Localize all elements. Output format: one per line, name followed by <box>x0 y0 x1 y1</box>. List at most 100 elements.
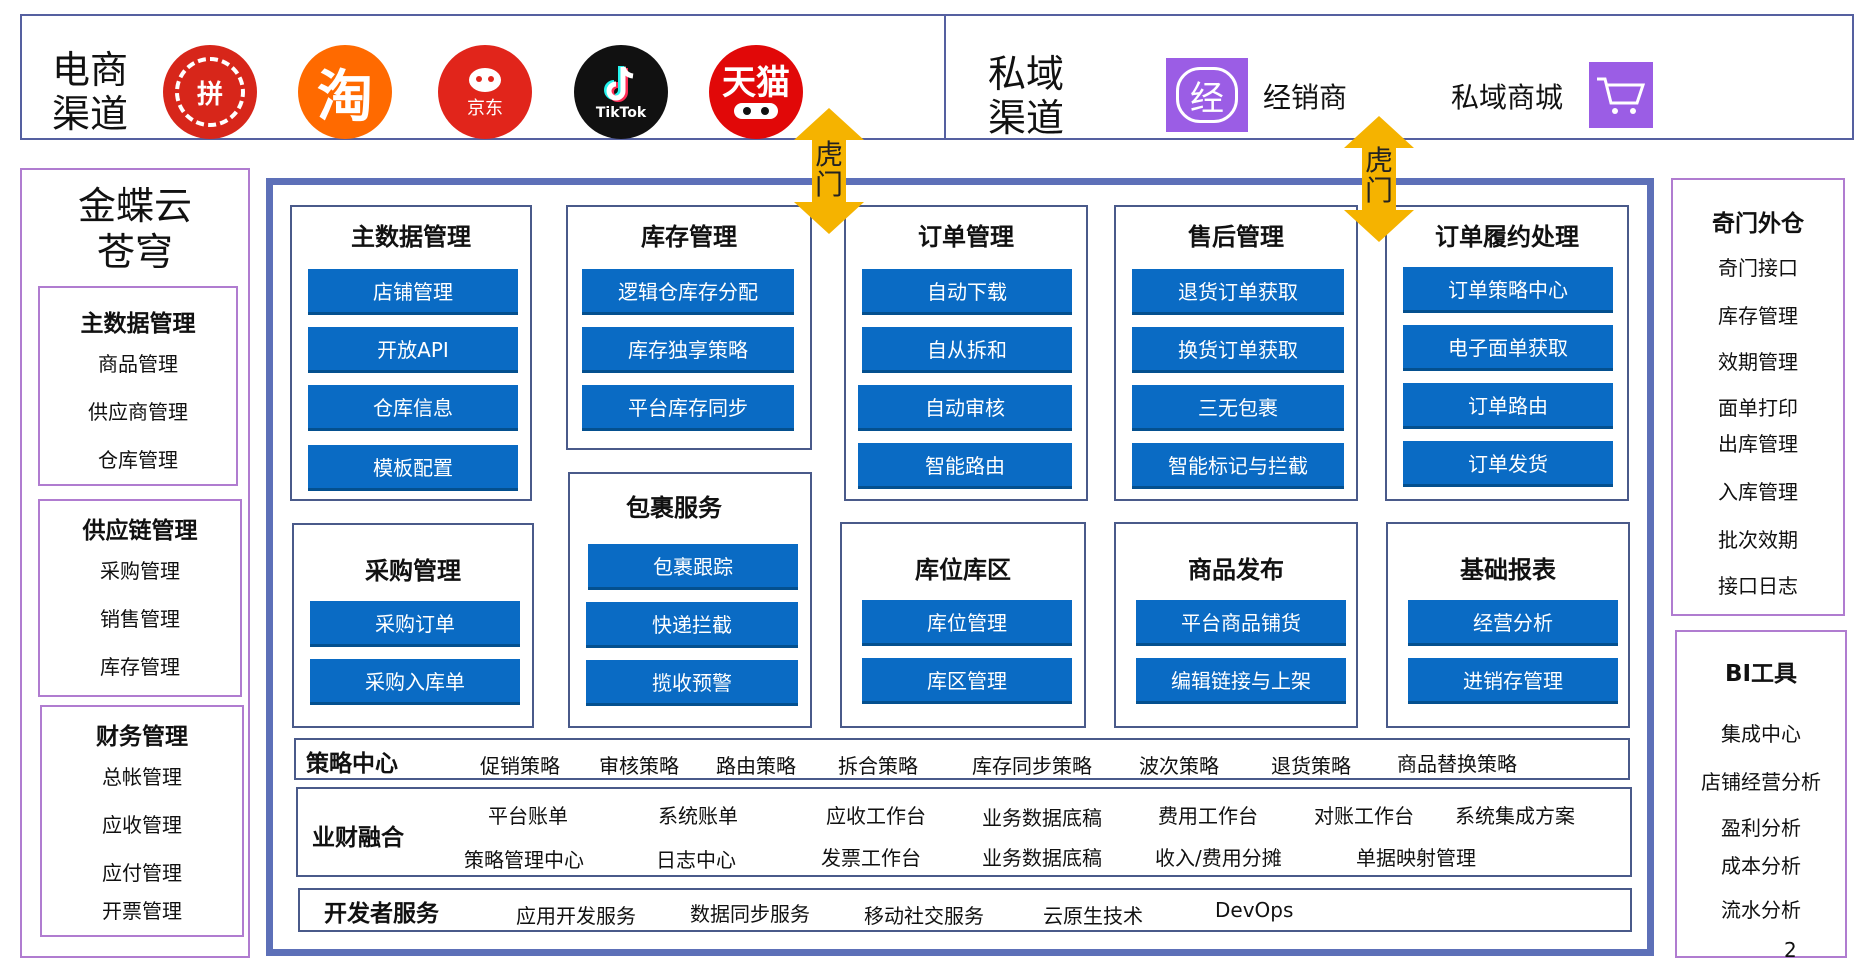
developer-item[interactable]: DevOps <box>1215 898 1294 922</box>
btn-business-analysis[interactable]: 经营分析 <box>1408 600 1618 646</box>
distributor-label: 经销商 <box>1263 81 1348 114</box>
developer-item[interactable]: 云原生技术 <box>1043 904 1143 928</box>
strategy-item[interactable]: 拆合策略 <box>838 754 918 778</box>
module-purchase: 采购管理 采购订单 采购入库单 <box>292 523 534 728</box>
finance-item[interactable]: 系统账单 <box>658 804 738 828</box>
module-fulfillment: 订单履约处理 订单策略中心 电子面单获取 订单路由 订单发货 <box>1385 205 1629 501</box>
finance-item[interactable]: 平台账单 <box>488 804 568 828</box>
private-channel-title: 私域 渠道 <box>988 52 1065 140</box>
module-product-publish: 商品发布 平台商品铺货 编辑链接与上架 <box>1114 522 1358 728</box>
btn-return-order-fetch[interactable]: 退货订单获取 <box>1132 269 1344 315</box>
btn-psi-management[interactable]: 进销存管理 <box>1408 658 1618 704</box>
module-parcel: 包裹服务 包裹跟踪 快递拦截 揽收预警 <box>568 472 812 728</box>
btn-e-waybill-fetch[interactable]: 电子面单获取 <box>1403 325 1613 371</box>
qimen-warehouse-panel: 奇门外仓 奇门接口 库存管理 效期管理 面单打印 出库管理 入库管理 批次效期 … <box>1671 178 1845 616</box>
finance-item[interactable]: 费用工作台 <box>1158 804 1258 828</box>
module-inventory: 库存管理 逻辑仓库存分配 库存独享策略 平台库存同步 <box>566 205 812 450</box>
finance-item[interactable]: 应收工作台 <box>826 804 926 828</box>
strategy-item[interactable]: 审核策略 <box>599 754 679 778</box>
finance-item[interactable]: 业务数据底稿 <box>982 806 1102 830</box>
btn-auto-download[interactable]: 自动下载 <box>862 269 1072 315</box>
btn-logic-stock-allocation[interactable]: 逻辑仓库存分配 <box>582 269 794 315</box>
btn-open-api[interactable]: 开放API <box>308 327 518 373</box>
developer-item[interactable]: 数据同步服务 <box>690 902 810 926</box>
module-master-data: 主数据管理 店铺管理 开放API 仓库信息 模板配置 <box>290 205 532 501</box>
finance-item[interactable]: 对账工作台 <box>1314 804 1414 828</box>
taobao-logo[interactable]: 淘 <box>298 45 392 139</box>
module-basic-report: 基础报表 经营分析 进销存管理 <box>1386 522 1630 728</box>
module-order: 订单管理 自动下载 自从拆和 自动审核 智能路由 <box>844 205 1088 501</box>
gateway-arrow-left: 虎 门 <box>794 108 864 234</box>
finance-item[interactable]: 系统集成方案 <box>1455 804 1575 828</box>
bi-tools-panel: BI工具 集成中心 店铺经营分析 盈利分析 成本分析 流水分析 <box>1675 630 1847 958</box>
btn-template-config[interactable]: 模板配置 <box>308 445 518 491</box>
btn-auto-review[interactable]: 自动审核 <box>858 385 1072 431</box>
btn-edit-link-publish[interactable]: 编辑链接与上架 <box>1136 658 1346 704</box>
btn-order-strategy-center[interactable]: 订单策略中心 <box>1403 267 1613 313</box>
btn-platform-listing[interactable]: 平台商品铺货 <box>1136 600 1346 646</box>
jd-logo[interactable]: 京东 <box>438 45 532 139</box>
strategy-item[interactable]: 退货策略 <box>1271 754 1351 778</box>
finance-item[interactable]: 收入/费用分摊 <box>1155 846 1282 870</box>
module-location: 库位库区 库位管理 库区管理 <box>840 522 1086 728</box>
developer-item[interactable]: 应用开发服务 <box>516 904 636 928</box>
finance-integration-row <box>296 787 1632 877</box>
distributor-icon[interactable]: 经 <box>1166 58 1248 132</box>
ecommerce-channel-title: 电商 渠道 <box>52 48 129 136</box>
strategy-item[interactable]: 促销策略 <box>480 754 560 778</box>
finance-item[interactable]: 日志中心 <box>656 848 736 872</box>
jd-dog-icon <box>469 68 501 92</box>
btn-shop-management[interactable]: 店铺管理 <box>308 269 518 315</box>
developer-services-title: 开发者服务 <box>324 901 439 927</box>
btn-express-intercept[interactable]: 快递拦截 <box>586 602 798 648</box>
finance-item[interactable]: 发票工作台 <box>821 846 921 870</box>
strategy-item[interactable]: 波次策略 <box>1139 754 1219 778</box>
btn-auto-split-merge[interactable]: 自从拆和 <box>862 327 1072 373</box>
tiktok-note-icon <box>604 66 634 102</box>
left-group-supply-chain: 供应链管理 采购管理 销售管理 库存管理 <box>38 499 242 697</box>
finance-integration-title: 业财融合 <box>312 825 404 851</box>
finance-item[interactable]: 单据映射管理 <box>1356 846 1476 870</box>
tmall-logo[interactable]: 天猫 <box>709 45 803 139</box>
left-group-master-data: 主数据管理 商品管理 供应商管理 仓库管理 <box>38 286 238 486</box>
page-number: 2 <box>1784 938 1797 962</box>
main-platform <box>266 178 1654 956</box>
tmall-face-icon <box>734 103 778 119</box>
btn-exchange-order-fetch[interactable]: 换货订单获取 <box>1132 327 1344 373</box>
gateway-arrow-right: 虎 门 <box>1344 116 1414 242</box>
strategy-center-row <box>294 738 1630 780</box>
strategy-item[interactable]: 商品替换策略 <box>1397 752 1517 776</box>
btn-order-shipping[interactable]: 订单发货 <box>1403 441 1613 487</box>
developer-item[interactable]: 移动社交服务 <box>864 904 984 928</box>
kingdee-brand: 金蝶云 苍穹 <box>77 184 192 274</box>
btn-stock-exclusive-strategy[interactable]: 库存独享策略 <box>582 327 794 373</box>
btn-smart-routing[interactable]: 智能路由 <box>858 443 1072 489</box>
finance-item[interactable]: 策略管理中心 <box>464 848 584 872</box>
double-arrow-icon <box>1344 116 1414 242</box>
btn-location-management[interactable]: 库位管理 <box>862 600 1072 646</box>
shopping-cart-icon[interactable] <box>1589 62 1653 128</box>
btn-pickup-warning[interactable]: 揽收预警 <box>586 660 798 706</box>
strategy-center-title: 策略中心 <box>306 751 398 777</box>
developer-services-row <box>298 888 1632 932</box>
btn-warehouse-info[interactable]: 仓库信息 <box>308 385 518 431</box>
channel-bar <box>20 14 1854 140</box>
module-aftersale: 售后管理 退货订单获取 换货订单获取 三无包裹 智能标记与拦截 <box>1114 205 1358 501</box>
strategy-item[interactable]: 路由策略 <box>716 754 796 778</box>
strategy-item[interactable]: 库存同步策略 <box>972 754 1092 778</box>
btn-parcel-tracking[interactable]: 包裹跟踪 <box>588 544 798 590</box>
btn-platform-stock-sync[interactable]: 平台库存同步 <box>582 385 794 431</box>
double-arrow-icon <box>794 108 864 234</box>
tiktok-logo[interactable]: TikTok <box>574 45 668 139</box>
btn-area-management[interactable]: 库区管理 <box>862 658 1072 704</box>
btn-order-routing[interactable]: 订单路由 <box>1403 383 1613 429</box>
channel-divider <box>944 16 946 138</box>
btn-purchase-order[interactable]: 采购订单 <box>310 601 520 647</box>
btn-purchase-inbound[interactable]: 采购入库单 <box>310 659 520 705</box>
finance-item[interactable]: 业务数据底稿 <box>982 846 1102 870</box>
left-group-finance: 财务管理 总帐管理 应收管理 应付管理 开票管理 <box>40 705 244 937</box>
btn-unidentified-parcel[interactable]: 三无包裹 <box>1132 385 1344 431</box>
private-mall-label: 私域商城 <box>1451 81 1564 114</box>
pinduoduo-logo[interactable]: 拼 <box>163 45 257 139</box>
btn-smart-mark-intercept[interactable]: 智能标记与拦截 <box>1132 443 1344 489</box>
